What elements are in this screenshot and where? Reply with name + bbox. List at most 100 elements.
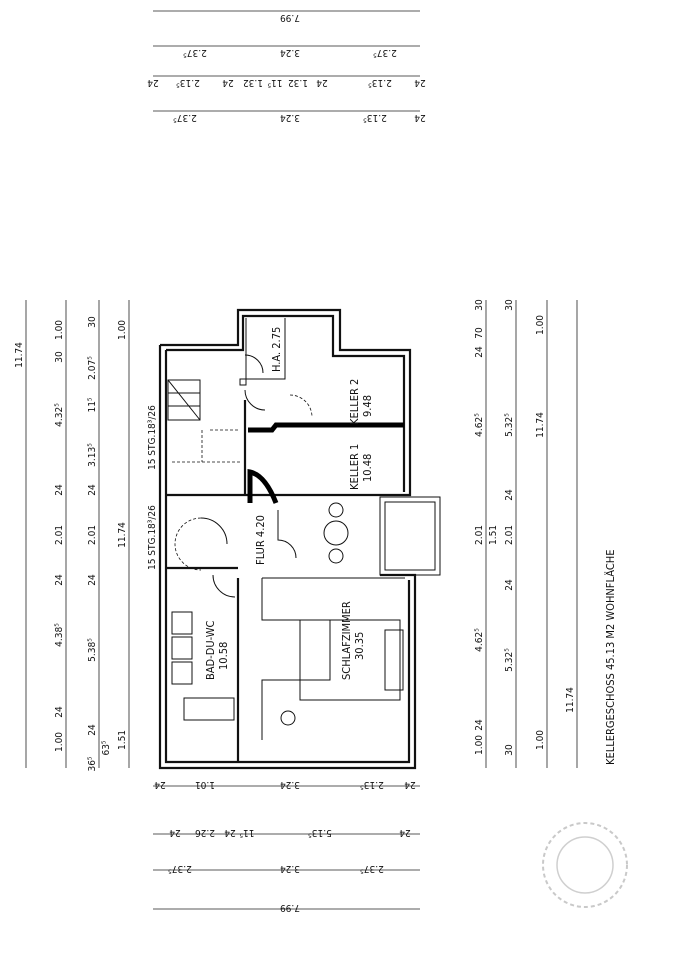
dimension-label: 24 xyxy=(404,779,416,790)
dimension-label: 11⁵ xyxy=(239,827,254,838)
dimension-label: 24 xyxy=(504,579,515,591)
plan-title: KELLERGESCHOSS 45.13 M2 WOHNFLÄCHE xyxy=(604,550,617,765)
staircase xyxy=(167,379,240,463)
dimension-label: 24 xyxy=(54,706,65,718)
dimension-label: 2.01 xyxy=(474,525,485,545)
dimension-label: 63⁵ xyxy=(101,740,112,755)
walls xyxy=(158,308,441,770)
dimension-label: 3.24 xyxy=(280,112,300,123)
dimension-lines xyxy=(25,10,578,910)
dimension-label: 2.37⁵ xyxy=(173,112,197,123)
dimension-label: 1.51 xyxy=(117,730,128,750)
dimension-label: 24 xyxy=(414,112,426,123)
dimension-label: 24 xyxy=(54,484,65,496)
dimension-label: 1.00 xyxy=(535,315,546,335)
svg-text:10.58: 10.58 xyxy=(217,642,230,670)
dimension-label: 2.07⁵ xyxy=(87,356,98,380)
dimension-label: 2.01 xyxy=(87,525,98,545)
dimension-label: 24 xyxy=(54,574,65,586)
stairs-label-2: 15 STG.18³/26 xyxy=(147,505,158,570)
svg-text:30.35: 30.35 xyxy=(353,632,366,660)
dimension-label: 4.38⁵ xyxy=(54,623,65,647)
stairs-label-1: 15 STG.18³/26 xyxy=(147,405,158,470)
dimension-label: 1.00 xyxy=(54,320,65,340)
dimension-label: 2.13⁵ xyxy=(363,112,387,123)
dimension-label: 24 xyxy=(474,719,485,731)
dimension-label: 5.13⁵ xyxy=(308,827,332,838)
dimension-label: 2.13⁵ xyxy=(368,77,392,88)
dimension-label: 24 xyxy=(87,574,98,586)
dimension-label: 1.01 xyxy=(195,779,215,790)
svg-text:10.48: 10.48 xyxy=(361,454,374,482)
svg-text:9.48: 9.48 xyxy=(361,395,374,417)
dimension-label: 2.13⁵ xyxy=(176,77,200,88)
dimension-label: 5.38⁵ xyxy=(87,638,98,662)
dimension-label: 30 xyxy=(474,299,485,311)
dimension-label: 1.51 xyxy=(488,525,499,545)
dimension-label: 36⁵ xyxy=(87,756,98,771)
dimension-label: 2.37⁵ xyxy=(168,863,192,874)
dimension-label: 1.00 xyxy=(117,320,128,340)
dimension-label: 2.37⁵ xyxy=(183,47,207,58)
dimension-label: 5.32⁵ xyxy=(504,413,515,437)
dimension-label: 24 xyxy=(87,484,98,496)
dimension-label: 2.01 xyxy=(504,525,515,545)
svg-text:KELLER 2: KELLER 2 xyxy=(348,379,361,425)
dimension-label: 24 xyxy=(316,77,328,88)
dimension-label: 11.74 xyxy=(565,687,576,713)
dimension-label: 70 xyxy=(474,327,485,339)
dimension-label: 24 xyxy=(224,827,236,838)
dimension-label: 11⁵ xyxy=(267,77,282,88)
dimension-label: 30 xyxy=(504,744,515,756)
dimension-label: 2.37⁵ xyxy=(360,863,384,874)
dimension-label: 24 xyxy=(504,489,515,501)
room-label-ha: H.A. 2.75 xyxy=(270,327,283,372)
dimension-label: 3.24 xyxy=(280,779,300,790)
dimension-label: 30 xyxy=(54,351,65,363)
new-door-frame xyxy=(247,468,279,504)
svg-text:BAD-DU-WC: BAD-DU-WC xyxy=(204,620,217,680)
doors xyxy=(174,354,313,598)
dimension-label: 24 xyxy=(154,779,166,790)
dimension-label: 7.99 xyxy=(280,12,300,23)
dimension-label: 24 xyxy=(399,827,411,838)
dimension-label: 2.01 xyxy=(54,525,65,545)
dimension-label: 24 xyxy=(169,827,181,838)
dimension-label: 1.32 xyxy=(288,77,308,88)
dimension-label: 4.62⁵ xyxy=(474,413,485,437)
stamp xyxy=(542,822,628,908)
dimension-label: 24 xyxy=(147,77,159,88)
dimension-label: 7.99 xyxy=(280,902,300,913)
dimension-label: 11.74 xyxy=(14,342,25,368)
dimension-label: 2.13⁵ xyxy=(360,779,384,790)
dimension-label: 1.00 xyxy=(54,732,65,752)
dimension-label: 4.62⁵ xyxy=(474,628,485,652)
dimension-labels: 7.99 2.37⁵ 3.24 2.37⁵ 24 2.13⁵ 24 1.32 11⁵ 1.32 24… xyxy=(14,12,576,913)
svg-text:KELLER 1: KELLER 1 xyxy=(348,444,361,490)
dimension-label: 24 xyxy=(414,77,426,88)
dimension-label: 11⁵ xyxy=(87,397,98,412)
svg-text:SCHLAFZIMMER: SCHLAFZIMMER xyxy=(340,601,353,680)
dimension-label: 30 xyxy=(504,299,515,311)
dimension-label: 2.26 xyxy=(195,827,215,838)
new-wall xyxy=(248,422,404,433)
dimension-label: 30 xyxy=(87,316,98,328)
dimension-label: 4.32⁵ xyxy=(54,403,65,427)
dimension-label: 1.00 xyxy=(535,730,546,750)
dimension-label: 3.13⁵ xyxy=(87,443,98,467)
dimension-label: 11.74 xyxy=(535,412,546,438)
dimension-label: 24 xyxy=(222,77,234,88)
dimension-label: 11.74 xyxy=(117,522,128,548)
dimension-label: 1.00 xyxy=(474,735,485,755)
dimension-label: 3.24 xyxy=(280,863,300,874)
dimension-label: 2.37⁵ xyxy=(373,47,397,58)
dimension-label: 24 xyxy=(87,724,98,736)
dimension-label: 1.32 xyxy=(243,77,263,88)
room-label-flur: FLUR 4.20 xyxy=(254,515,267,565)
dimension-label: 24 xyxy=(474,346,485,358)
